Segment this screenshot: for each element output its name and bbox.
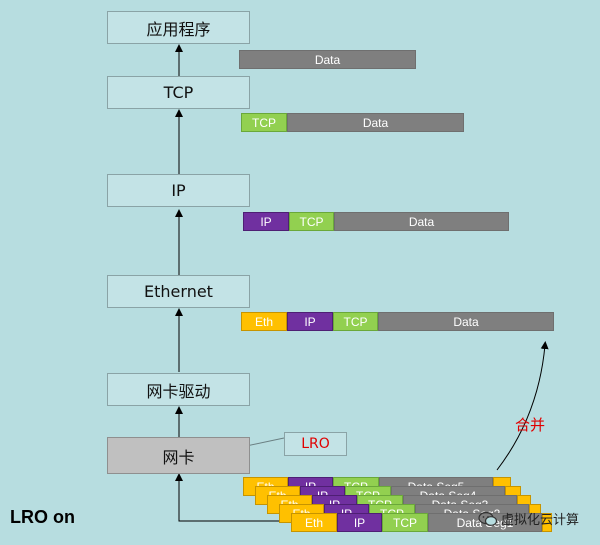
lro-label-box: LRO <box>284 432 347 456</box>
merge-label: 合并 <box>515 416 546 434</box>
layer-nic-driver: 网卡驱动 <box>107 373 250 406</box>
seg1-tcp: TCP <box>382 513 428 532</box>
watermark: 虚拟化云计算 <box>478 509 579 528</box>
layer-ethernet: Ethernet <box>107 275 250 308</box>
app-data-segment: Data <box>239 50 416 69</box>
lro-on-caption: LRO on <box>10 507 75 527</box>
eth-level-eth-header: Eth <box>241 312 287 331</box>
ip-level-data: Data <box>334 212 509 231</box>
ip-level-tcp-header: TCP <box>289 212 334 231</box>
layer-ip: IP <box>107 174 250 207</box>
tcp-level-data: Data <box>287 113 464 132</box>
layer-app: 应用程序 <box>107 11 250 44</box>
seg1-eth: Eth <box>291 513 337 532</box>
ip-level-ip-header: IP <box>243 212 289 231</box>
eth-level-ip-header: IP <box>287 312 333 331</box>
arrow-segments-to-nic <box>175 473 290 522</box>
merge-curve-arrow <box>496 341 549 471</box>
seg1-tail <box>542 513 552 532</box>
wechat-icon <box>478 511 498 526</box>
eth-level-data: Data <box>378 312 554 331</box>
tcp-level-tcp-header: TCP <box>241 113 287 132</box>
watermark-text: 虚拟化云计算 <box>501 513 580 528</box>
layer-nic: 网卡 <box>107 437 250 474</box>
layer-tcp: TCP <box>107 76 250 109</box>
seg1-ip: IP <box>337 513 382 532</box>
eth-level-tcp-header: TCP <box>333 312 378 331</box>
